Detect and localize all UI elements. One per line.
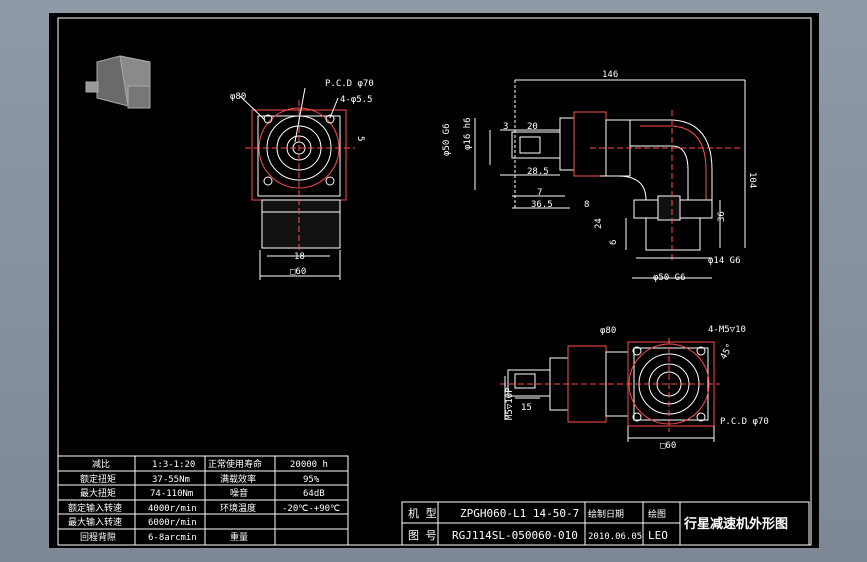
label-drawer: 绘图 [648,508,666,520]
drawing-title: 行星减速机外形图 [683,516,788,532]
side-dia-50: φ50 G6 [442,123,452,156]
title-block: 机 型 ZPGH060-L1 14-50-7 绘制日期 绘图 图 号 RGJ11… [408,506,788,542]
bottom-square: □60 [660,441,676,451]
side-thk-8: 8 [584,200,589,210]
spec-r3-c1: 4000r/min [148,504,197,514]
front-key-height: 5 [355,136,365,141]
side-view [474,79,746,279]
date-value: 2010.06.05 [588,532,642,542]
code-value: RGJ114SL-050060-010 [452,529,578,542]
side-shaft-len: 20 [527,122,538,132]
side-height-104: 104 [747,172,757,188]
iso-thumbnail [85,55,151,109]
spec-r1-c0: 额定扭矩 [80,473,116,485]
side-len-7: 7 [537,188,542,198]
bottom-flange-dia: φ80 [600,326,616,336]
bottom-len-15: 15 [521,403,532,413]
side-overall-length: 146 [602,70,618,80]
side-len-24: 24 [594,218,604,229]
spec-r2-c2: 噪音 [230,487,248,499]
spec-table-grid [57,455,349,546]
front-view [239,87,355,280]
bottom-holes: 4-M5▽10 [708,325,746,335]
front-flange-dia: φ80 [230,92,246,102]
drawing-sheet [49,13,819,548]
spec-r1-c3: 95% [303,475,320,485]
spec-r0-c0: 减比 [92,458,110,470]
front-square: □60 [290,267,306,277]
spec-r1-c1: 37-55Nm [152,475,190,485]
spec-r5-c2: 重量 [230,531,248,543]
spec-table: 减比 1:3-1:20 正常使用寿命 20000 h 额定扭矩 37-55Nm … [68,458,340,543]
drawer-value: LEO [648,529,668,542]
label-model: 机 型 [408,506,437,520]
side-dia-16: φ16 h6 [463,117,473,150]
side-len-36: 36 [717,211,727,222]
label-date: 绘制日期 [588,508,624,520]
title-block-grid [401,501,810,546]
spec-r0-c1: 1:3-1:20 [152,460,195,470]
spec-r1-c2: 满载效率 [220,473,256,485]
spec-r3-c2: 环境温度 [220,502,256,514]
spec-r5-c0: 回程背隙 [80,531,116,543]
spec-r3-c3: -20℃-+90℃ [282,504,340,514]
spec-r3-c0: 额定输入转速 [68,502,122,514]
spec-r4-c0: 最大输入转速 [68,516,122,528]
side-len-6: 6 [609,240,619,245]
front-key-width: 18 [294,252,305,262]
bottom-pcd: P.C.D φ70 [720,417,769,427]
side-dia-14: φ14 G6 [708,256,741,266]
spec-r0-c3: 20000 h [290,460,328,470]
spec-r2-c0: 最大扭矩 [80,487,116,499]
front-pcd: P.C.D φ70 [325,79,374,89]
side-len-28-5: 28.5 [527,167,549,177]
side-dia-50b: φ50 G6 [653,273,686,283]
label-code: 图 号 [408,529,437,542]
bottom-view [500,338,720,442]
bottom-thread: M5▽10P [505,387,515,420]
spec-r2-c1: 74-110Nm [150,489,193,499]
front-holes: 4-φ5.5 [340,95,373,105]
spec-r2-c3: 64dB [303,489,325,499]
spec-r5-c1: 6-8arcmin [148,533,197,543]
spec-r4-c1: 6000r/min [148,518,197,528]
side-key-offset: 3 [503,122,508,132]
model-value: ZPGH060-L1 14-50-7 [460,507,579,520]
side-len-36-5: 36.5 [531,200,553,210]
spec-r0-c2: 正常使用寿命 [208,458,262,470]
